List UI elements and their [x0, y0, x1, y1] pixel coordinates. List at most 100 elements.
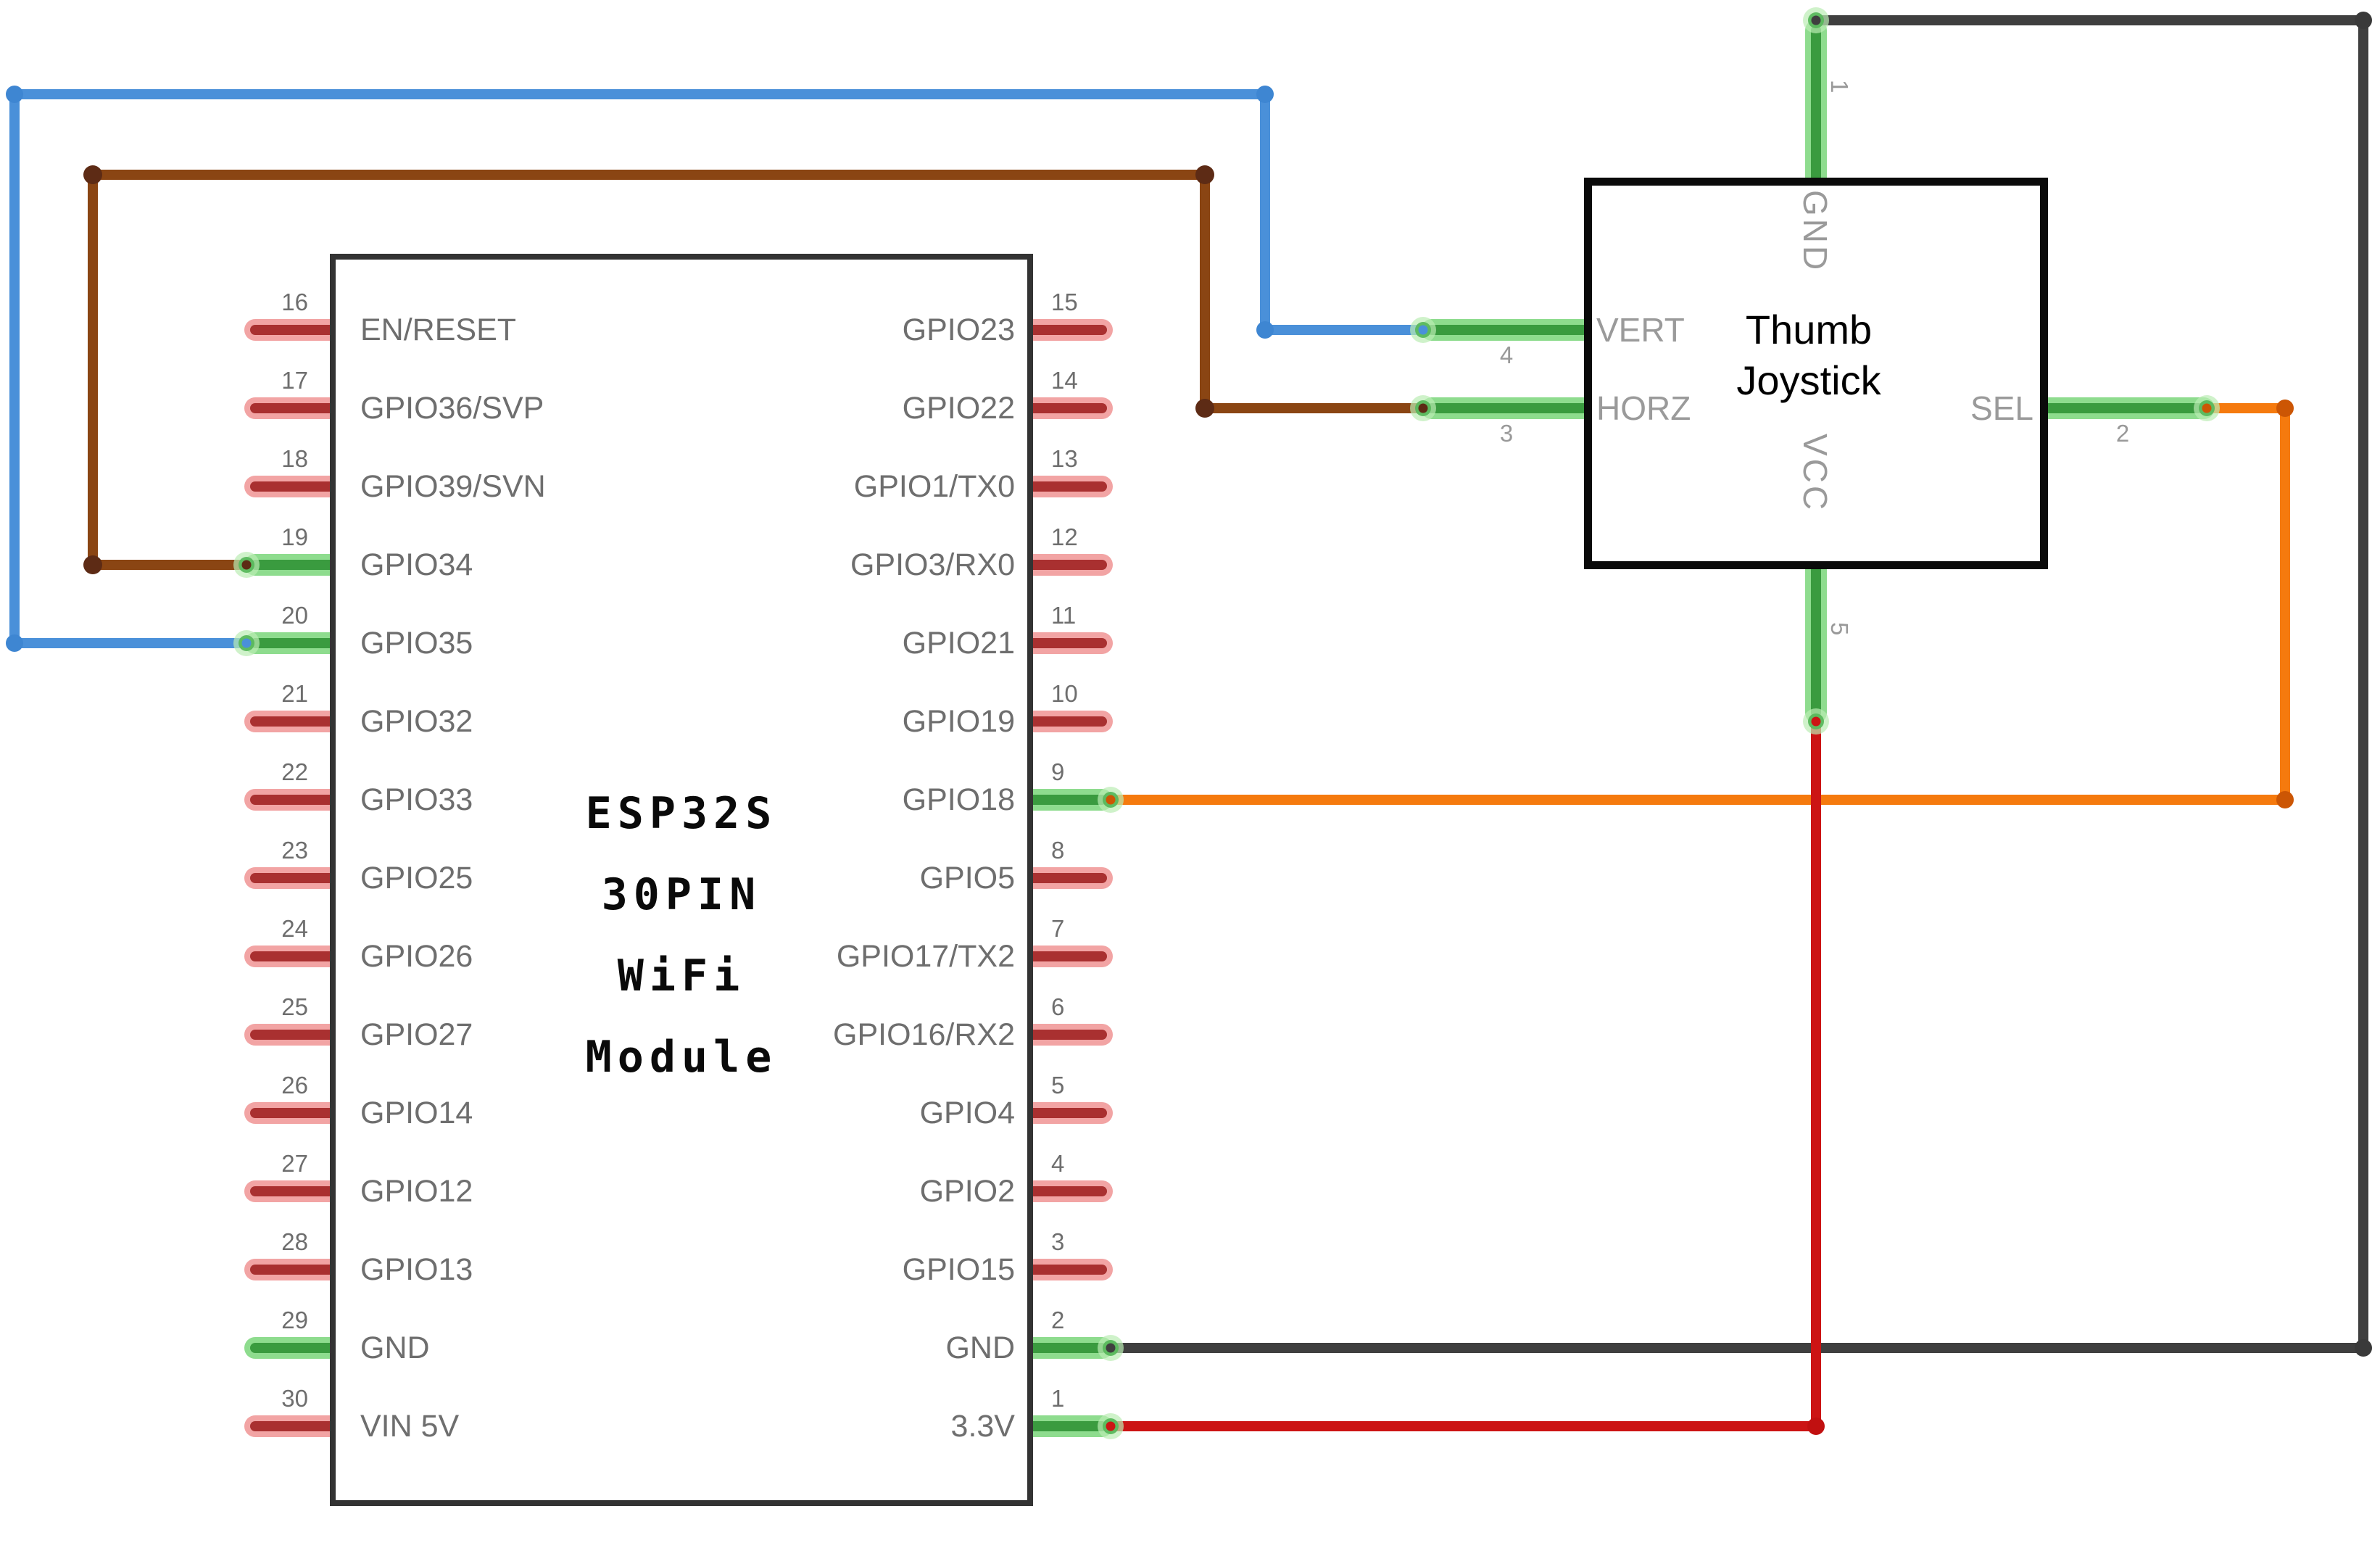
pin-label: GPIO16/RX2 [833, 1017, 1015, 1052]
junction-ring [1410, 317, 1436, 343]
pin-number: 21 [281, 680, 308, 707]
pin-label: GPIO34 [360, 547, 473, 582]
pin-label: GPIO1/TX0 [853, 469, 1015, 504]
joystick-pin-number-1: 1 [1826, 80, 1853, 94]
joystick-pin-number-2: 2 [2115, 420, 2130, 447]
pin-label: GPIO17/TX2 [836, 939, 1015, 974]
bendpoint-dot[interactable] [6, 634, 23, 652]
pin-label: 3.3V [950, 1409, 1015, 1444]
pin-number: 22 [281, 758, 308, 785]
junction-ring [2194, 395, 2220, 421]
pin-label: EN/RESET [360, 313, 517, 347]
esp32-title: ESP32S 30PIN WiFi Module [330, 773, 1033, 1098]
pin-number: 15 [1051, 289, 1078, 315]
pin-number: 19 [281, 524, 308, 550]
joystick-pin-label-gnd: GND [1796, 190, 1834, 273]
pin-label: GPIO12 [360, 1174, 473, 1209]
pin-number: 5 [1051, 1072, 1065, 1098]
bendpoint-dot[interactable] [1256, 86, 1274, 103]
esp32-title-line: Module [585, 1032, 778, 1083]
joystick-pin-number-3: 3 [1499, 420, 1514, 447]
pin-number: 3 [1051, 1228, 1065, 1255]
pin-number: 11 [1051, 602, 1077, 629]
joystick-pin-number-4: 4 [1499, 342, 1514, 368]
pin-number: 2 [1051, 1307, 1065, 1333]
pin-label: GPIO5 [919, 861, 1015, 895]
junction-ring [1410, 395, 1436, 421]
pin-number: 6 [1051, 993, 1065, 1020]
pin-number: 18 [281, 445, 308, 472]
esp32-title-line: WiFi [617, 951, 746, 1001]
esp32-module[interactable] [330, 254, 1033, 1506]
pin-number: 1 [1051, 1385, 1065, 1412]
pin-label: GPIO39/SVN [360, 469, 546, 504]
pin-label: GPIO15 [902, 1252, 1015, 1287]
wire-orange-sel[interactable] [1106, 403, 2290, 805]
pin-number: 20 [281, 602, 308, 629]
bendpoint-dot[interactable] [1256, 321, 1274, 339]
pin-label: GPIO3/RX0 [850, 547, 1015, 582]
pin-number: 26 [281, 1072, 308, 1098]
pin-number: 10 [1051, 680, 1078, 707]
bendpoint-dot[interactable] [2355, 1339, 2372, 1357]
pin-number: 4 [1051, 1150, 1065, 1177]
pin-number: 24 [281, 915, 308, 942]
bendpoint-dot[interactable] [2276, 400, 2294, 417]
pin-label: GPIO25 [360, 861, 473, 895]
pin-label: GPIO21 [902, 626, 1015, 661]
pin-label: GPIO18 [902, 782, 1015, 817]
pin-label: GPIO2 [919, 1174, 1015, 1209]
pin-number: 7 [1051, 915, 1065, 942]
pin-label: GPIO22 [902, 391, 1015, 426]
bendpoint-dot[interactable] [6, 86, 23, 103]
pin-number: 12 [1051, 524, 1078, 550]
wire-red-vcc[interactable] [1106, 716, 1821, 1431]
esp32-title-line: ESP32S [585, 788, 778, 839]
pin-label: GPIO14 [360, 1096, 473, 1130]
pin-label: GPIO33 [360, 782, 473, 817]
junction-ring [1098, 787, 1124, 813]
pin-label: GPIO35 [360, 626, 473, 661]
wire-bendpoints [6, 12, 2372, 1435]
pin-number: 25 [281, 993, 308, 1020]
pin-label: GPIO19 [902, 704, 1015, 739]
bendpoint-dot[interactable] [1195, 165, 1214, 184]
pin-label: GND [945, 1331, 1015, 1365]
pin-number: 13 [1051, 445, 1078, 472]
pin-number: 14 [1051, 367, 1078, 394]
pin-label: GPIO27 [360, 1017, 473, 1052]
junction-ring [233, 552, 260, 578]
bendpoint-dot[interactable] [1807, 1418, 1825, 1435]
pin-number: 28 [281, 1228, 308, 1255]
pin-label: VIN 5V [360, 1409, 460, 1444]
joystick-pin-label-vert: VERT [1596, 311, 1685, 349]
joystick-pin-label-horz: HORZ [1596, 389, 1691, 427]
joystick-title-line: Thumb [1745, 307, 1873, 352]
joystick-pin-label-vcc: VCC [1796, 434, 1834, 513]
pin-number: 9 [1051, 758, 1065, 785]
pin-label: GPIO36/SVP [360, 391, 544, 426]
esp32-title-line: 30PIN [601, 869, 762, 920]
pin-number: 27 [281, 1150, 308, 1177]
junction-ring [1803, 708, 1829, 735]
bendpoint-dot[interactable] [1195, 399, 1214, 418]
pin-label: GPIO4 [919, 1096, 1015, 1130]
wire-blue-vert[interactable] [9, 89, 1428, 648]
wire-brown-horz[interactable] [88, 170, 1428, 570]
pin-stub-core-layer [250, 25, 2209, 1431]
wire-gray-gnd[interactable] [1106, 15, 2368, 1353]
bendpoint-dot[interactable] [2276, 791, 2294, 808]
bendpoint-dot[interactable] [2355, 12, 2372, 29]
joystick-pin-number-5: 5 [1826, 622, 1853, 636]
joystick-pin-label-sel: SEL [1970, 389, 2033, 427]
joystick-title-line: Joystick [1736, 357, 1881, 403]
bendpoint-dot[interactable] [83, 555, 102, 574]
pin-number: 30 [281, 1385, 308, 1412]
bendpoint-dot[interactable] [83, 165, 102, 184]
pin-label: GND [360, 1331, 430, 1365]
pin-number: 29 [281, 1307, 308, 1333]
thumb-joystick[interactable] [1584, 178, 2048, 569]
pin-label: GPIO23 [902, 313, 1015, 347]
